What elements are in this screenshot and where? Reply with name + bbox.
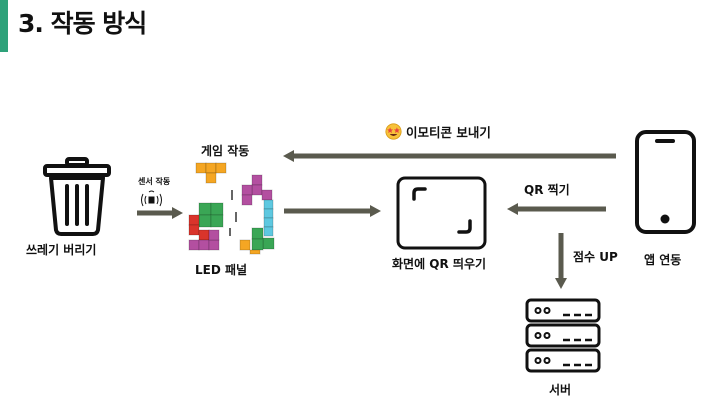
trash-label: 쓰레기 버리기 xyxy=(26,243,97,257)
qr-frame-icon xyxy=(396,176,487,250)
trash-can-icon xyxy=(43,157,111,236)
qr-screen-label: 화면에 QR 띄우기 xyxy=(392,257,487,271)
qr-scan-edge-label: QR 찍기 xyxy=(524,183,570,197)
emoticon-edge-label: 이모티콘 보내기 xyxy=(385,122,491,141)
arrow-app-to-qr xyxy=(507,203,606,215)
arrow-app-to-game xyxy=(283,150,616,162)
arrow-to-server xyxy=(555,233,567,289)
game-label: 게임 작동 xyxy=(201,144,250,158)
led-label: LED 패널 xyxy=(195,263,248,277)
sensor-label: 센서 작동 xyxy=(138,177,171,186)
title-accent-bar xyxy=(0,0,8,52)
server-rack-icon xyxy=(525,298,601,373)
emoticon-edge-text: 이모티콘 보내기 xyxy=(406,125,491,140)
sensor-signal-icon xyxy=(141,190,162,207)
page-title: 3. 작동 방식 xyxy=(18,9,147,38)
smartphone-icon xyxy=(635,130,696,234)
star-struck-emoji-icon xyxy=(385,123,402,140)
server-label: 서버 xyxy=(549,383,572,397)
arrow-trash-to-led xyxy=(137,207,183,219)
arrow-led-to-qr xyxy=(284,205,381,217)
app-label: 앱 연동 xyxy=(644,253,682,267)
tetris-blocks-icon xyxy=(188,162,275,255)
score-up-edge-label: 점수 UP xyxy=(573,250,618,264)
